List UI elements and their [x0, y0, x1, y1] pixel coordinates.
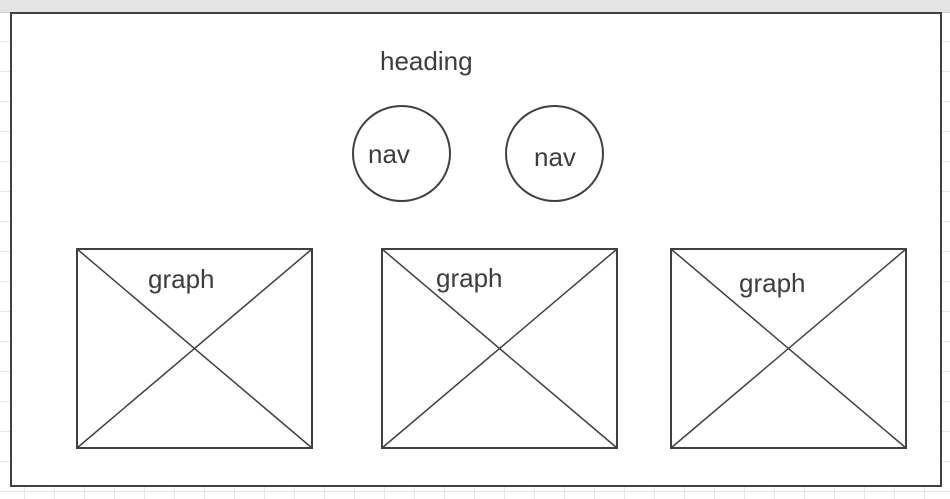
heading-label: heading: [380, 46, 473, 76]
graph-diagonal-2b: [381, 248, 618, 449]
graph-diagonal-1b: [76, 248, 313, 449]
nav-circle-1[interactable]: [352, 105, 451, 202]
graph-placeholder-3: [670, 248, 907, 449]
nav-label-2: nav: [534, 142, 576, 172]
graph-label-1: graph: [148, 264, 215, 294]
nav-circle-2[interactable]: [505, 105, 604, 202]
nav-label-1: nav: [368, 139, 410, 169]
graph-placeholder-2: [381, 248, 618, 449]
graph-label-2: graph: [436, 263, 503, 293]
graph-placeholder-1: [76, 248, 313, 449]
graph-diagonal-3b: [670, 248, 907, 449]
graph-label-3: graph: [739, 268, 806, 298]
